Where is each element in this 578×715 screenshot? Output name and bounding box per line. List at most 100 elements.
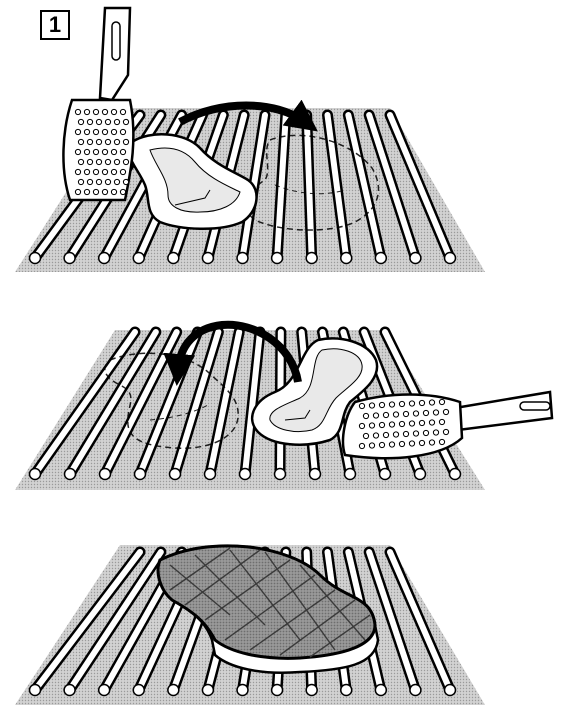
spatula-hole	[439, 439, 444, 444]
spatula-hole	[114, 139, 119, 144]
spatula-hole	[363, 433, 368, 438]
spatula-hole	[123, 159, 128, 164]
grill-bar-end	[272, 685, 283, 696]
spatula-hole	[75, 149, 80, 154]
grill-bar-end	[410, 253, 421, 264]
spatula-hole	[87, 179, 92, 184]
spatula-hole	[359, 403, 364, 408]
spatula-hole	[443, 429, 448, 434]
spatula-hole	[429, 400, 434, 405]
spatula-hole	[393, 412, 398, 417]
grill-bar-end	[205, 469, 216, 480]
spatula-hole	[399, 401, 404, 406]
spatula-hole	[105, 159, 110, 164]
spatula-hole	[389, 442, 394, 447]
grill-bar-end	[240, 469, 251, 480]
panel-first-turn	[15, 8, 485, 272]
grill-bar-end	[99, 685, 110, 696]
grill-bar-end	[133, 685, 144, 696]
spatula-hole	[102, 149, 107, 154]
spatula-hole	[373, 433, 378, 438]
spatula-hole	[373, 413, 378, 418]
grill-bar-end	[202, 685, 213, 696]
spatula-hole	[429, 440, 434, 445]
spatula-hole	[96, 119, 101, 124]
spatula-hole	[369, 403, 374, 408]
spatula-hole	[369, 443, 374, 448]
spatula-hole	[359, 423, 364, 428]
spatula-hole	[419, 440, 424, 445]
grill-bar-end	[450, 469, 461, 480]
grill-bar-end	[64, 685, 75, 696]
spatula-hole	[111, 129, 116, 134]
grill-bar-end	[341, 685, 352, 696]
spatula-hole	[78, 159, 83, 164]
grill-bar-end	[380, 469, 391, 480]
spatula-hole	[84, 189, 89, 194]
grill-bar-end	[237, 685, 248, 696]
grill-bar-end	[375, 685, 386, 696]
spatula-hole	[423, 410, 428, 415]
spatula-hole	[359, 443, 364, 448]
grill-bar-end	[341, 253, 352, 264]
grill-bar-end	[272, 253, 283, 264]
spatula-hole	[439, 419, 444, 424]
spatula-hole	[111, 169, 116, 174]
spatula-hole	[111, 189, 116, 194]
grill-bar-end	[445, 685, 456, 696]
grill-bar-end	[237, 253, 248, 264]
spatula-hole	[429, 420, 434, 425]
spatula-hole	[102, 169, 107, 174]
spatula-hole	[409, 401, 414, 406]
grill-bar-end	[168, 253, 179, 264]
spatula-hole	[102, 129, 107, 134]
spatula-hole	[399, 441, 404, 446]
spatula-hole	[419, 400, 424, 405]
spatula-hole	[403, 411, 408, 416]
spatula-hole	[111, 149, 116, 154]
spatula-hole	[389, 422, 394, 427]
spatula-hole	[120, 189, 125, 194]
spatula-hole	[114, 159, 119, 164]
spatula-icon	[63, 8, 133, 200]
spatula-hole	[93, 129, 98, 134]
grill-bar-end	[306, 253, 317, 264]
grill-bar-end	[375, 253, 386, 264]
spatula-hole	[78, 119, 83, 124]
grill-bar-end	[65, 469, 76, 480]
spatula-icon	[343, 392, 552, 458]
spatula-hole	[96, 139, 101, 144]
spatula-hole	[383, 412, 388, 417]
spatula-hole	[120, 169, 125, 174]
grill-bar-end	[415, 469, 426, 480]
spatula-hole	[114, 119, 119, 124]
spatula-hole	[105, 119, 110, 124]
spatula-hole	[75, 109, 80, 114]
spatula-hole	[413, 411, 418, 416]
spatula-hole	[403, 431, 408, 436]
spatula-hole	[433, 430, 438, 435]
panel-second-turn	[15, 325, 552, 490]
spatula-hole	[84, 149, 89, 154]
spatula-hole	[443, 409, 448, 414]
spatula-hole	[379, 402, 384, 407]
grill-bar-end	[168, 685, 179, 696]
spatula-hole	[120, 109, 125, 114]
spatula-hole	[93, 149, 98, 154]
spatula-hole	[105, 179, 110, 184]
spatula-hole	[102, 109, 107, 114]
grill-bar-end	[133, 253, 144, 264]
spatula-hole	[120, 149, 125, 154]
spatula-hole	[78, 139, 83, 144]
spatula-hole	[379, 422, 384, 427]
grill-bar-end	[64, 253, 75, 264]
spatula-hole	[369, 423, 374, 428]
spatula-hole	[87, 139, 92, 144]
spatula-hole	[383, 432, 388, 437]
grill-bar-end	[30, 469, 41, 480]
spatula-hole	[399, 421, 404, 426]
spatula-hole	[409, 421, 414, 426]
spatula-hole	[78, 179, 83, 184]
spatula-hole	[102, 189, 107, 194]
